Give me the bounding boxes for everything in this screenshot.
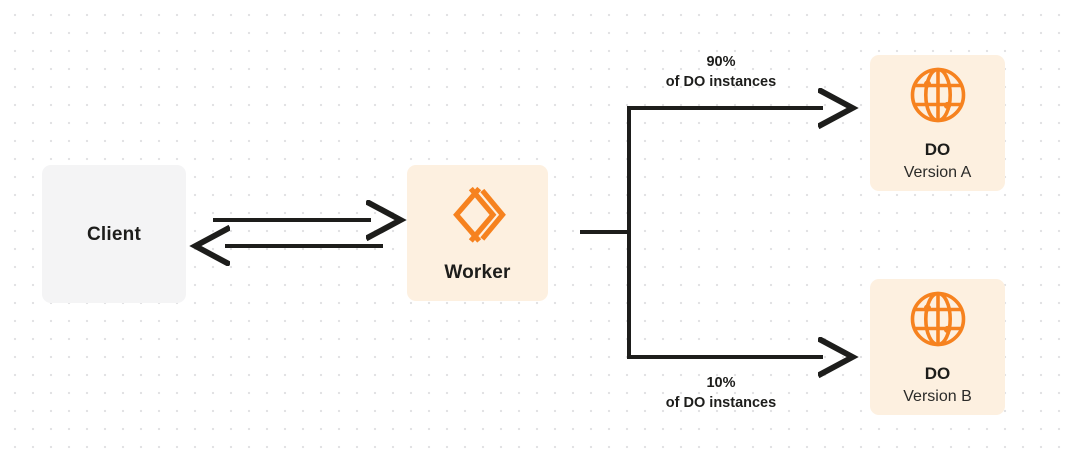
node-do-a-label: DO (924, 140, 951, 159)
globe-icon (908, 65, 968, 125)
node-client-label: Client (87, 223, 141, 245)
node-do-b-label: DO (924, 364, 951, 383)
node-do-version-b[interactable]: DO Version B (870, 279, 1005, 415)
globe-icon (908, 289, 968, 349)
edge-label-do-b: 10% of DO instances (627, 373, 815, 413)
cloudflare-workers-icon (447, 184, 509, 246)
node-worker-label: Worker (444, 262, 511, 283)
node-worker[interactable]: Worker (407, 165, 548, 301)
edge-label-do-a-percent: 90% (706, 54, 736, 70)
edge-label-do-b-percent: 10% (706, 375, 736, 391)
edge-label-do-a: 90% of DO instances (627, 52, 815, 92)
node-do-a-sublabel: Version A (903, 164, 972, 181)
node-do-version-a[interactable]: DO Version A (870, 55, 1005, 191)
edge-label-do-a-caption: of DO instances (665, 74, 777, 90)
node-do-b-sublabel: Version B (903, 388, 972, 405)
edge-label-do-b-caption: of DO instances (665, 395, 777, 411)
node-client[interactable]: Client (42, 165, 186, 303)
